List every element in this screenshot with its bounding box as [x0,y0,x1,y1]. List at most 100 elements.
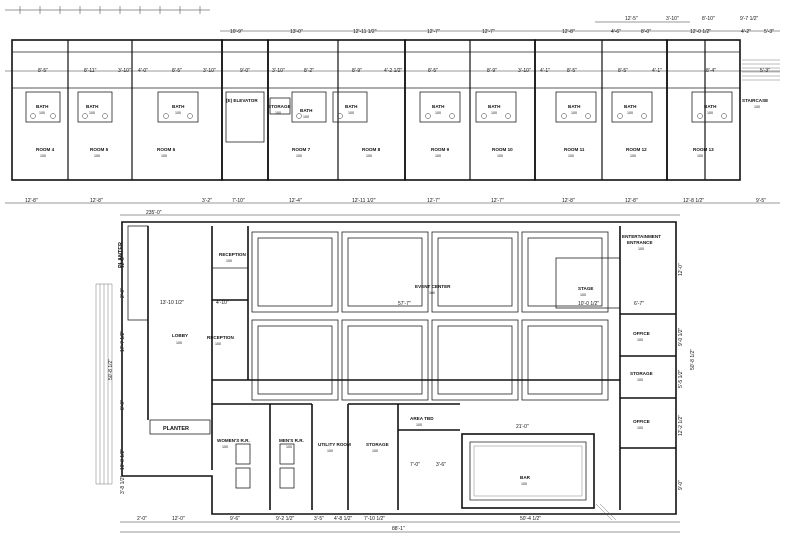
room-labels: ROOM 4 100 ROOM 5 100 ROOM 6 100 ROOM 7 … [36,147,714,158]
dim-9-7: 9'-7 1/2" [740,16,759,22]
dim-r2-3: 4'-0" [138,68,148,74]
reception-mid-number: 100 [215,342,221,346]
upper-wing-end-block [666,39,741,181]
dim-13-10: 13'-10 1/2" [160,300,184,306]
upper-wing-left-block [11,39,223,181]
room-label: ROOM 13 [693,147,714,152]
entertainment-number: 100 [638,247,644,251]
womens-label: WOMEN'S R.R. [217,438,250,443]
dim-3-6: 3'-6" [436,462,446,468]
dim-r2-8: 8'-2" [304,68,314,74]
room-label: ROOM 4 [36,147,55,152]
office-2-number: 100 [637,426,643,430]
bar-label: BAR [520,475,531,480]
room-number: 100 [94,154,100,158]
room-label: ROOM 5 [90,147,109,152]
lobby-number: 100 [176,341,182,345]
room-number: 100 [366,154,372,158]
bath-label: BATH [300,108,313,113]
office-2-label: OFFICE [633,419,650,424]
top-dimensions: 10'-9" 13'-0" 12'-11 1/2" 12'-7" 12'-7" … [5,6,780,72]
dim-v-8-0: 8'-0" [120,400,126,410]
room-label: ROOM 10 [492,147,513,152]
room-label: ROOM 6 [157,147,176,152]
dim-b-4-8: 4'-8 1/2" [334,516,353,522]
dim-mid-7: 12'-7" [491,198,504,204]
reception-mid-label: RECEPTION [207,335,234,340]
room-number: 100 [161,154,167,158]
dim-v-3-8: 3'-8 1/2" [120,475,126,494]
dim-v-50-8: 50'-8 1/2" [108,359,114,380]
room-label: ROOM 8 [362,147,381,152]
dim-r2-16: 8'-5" [618,68,628,74]
dim-r2-9: 8'-9" [352,68,362,74]
dim-r2-17: 4'-1" [652,68,662,74]
dim-mid-10: 12'-8 1/2" [683,198,704,204]
row2-dimensions: 8'-5" 8'-11" 3'-10" 4'-0" 8'-5" 3'-10" 9… [38,68,770,74]
dim-mid-8: 12'-8" [562,198,575,204]
dim-12-8: 12'-8" [562,29,575,35]
dim-3-10: 3'-10" [666,16,679,22]
bath-label: BATH [704,104,717,109]
dim-mid-5: 12'-11 1/2" [352,198,376,204]
dim-v-12-2: 12'-2" [120,255,126,268]
bath-number: 100 [491,111,497,115]
dim-10-9: 10'-9" [230,29,243,35]
storage-right-number: 100 [637,378,643,382]
dim-b-50-4: 50'-4 1/2" [520,516,541,522]
dim-13-0: 13'-0" [290,29,303,35]
room-number: 100 [697,154,703,158]
dim-5-3: 5'-3" [764,29,774,35]
reception-top-label: RECEPTION [219,252,246,257]
bath-label: BATH [488,104,501,109]
dim-r2-14: 4'-1" [540,68,550,74]
mens-number: 100 [286,445,292,449]
elevator-core [221,39,269,181]
dim-v-17-7: 17'-7 1/2" [120,331,126,352]
utility-number: 100 [327,449,333,453]
room-label: ROOM 11 [564,147,585,152]
area-tbd-number: 100 [416,423,422,427]
dim-4-2: 4'-2" [741,29,751,35]
dim-b-9-6: 9'-6" [230,516,240,522]
dim-b-9-2: 9'-2 1/2" [276,516,295,522]
planter-vertical-label: PLANTER [118,242,124,268]
stage-number: 100 [580,293,586,297]
dim-21-0: 21'-0" [516,424,529,430]
bath-label: BATH [172,104,185,109]
bath-number: 100 [89,111,95,115]
event-center-label: EVENT CENTER [415,284,451,289]
storage-label: STORAGE [268,104,291,109]
dim-r2-0: 8'-5" [38,68,48,74]
dim-12-5: 12'-5" [625,16,638,22]
storage-low-label: STORAGE [366,442,389,447]
dim-r-9-0b: 9'-0" [678,480,684,490]
dim-v-19-8: 19'-8 1/2" [120,449,126,470]
dim-r-50-8: 50'-8 1/2" [690,349,696,370]
dim-r-5-5: 5'-5 1/2" [678,369,684,388]
office-1-number: 100 [637,338,643,342]
dim-b-7-10: 7'-10 1/2" [364,516,385,522]
dim-r2-5: 3'-10" [203,68,216,74]
mid-dimensions: 12'-8" 12'-8" 3'-2" 7'-10" 12'-4" 12'-11… [5,198,780,216]
room-number: 100 [40,154,46,158]
dim-r2-12: 8'-9" [487,68,497,74]
bath-number: 100 [435,111,441,115]
dim-r2-19: 5'-3" [760,68,770,74]
reception-top-number: 100 [226,259,232,263]
dim-57-7: 57'-7" [398,301,411,307]
entertainment-label-1: ENTERTAINMENT [622,234,661,239]
upper-wing-right-block [534,39,668,181]
room-number: 100 [296,154,302,158]
bath-labels: BATH 100 BATH 100 BATH 100 BATH 100 BATH… [36,104,717,119]
dim-r2-10: 4'-2 1/2" [384,68,403,74]
lower-building: PLANTER PLANTER LOBBY 100 RECEPTION 100 … [95,221,696,533]
bath-number: 100 [707,111,713,115]
room-number: 100 [630,154,636,158]
dim-r-12-2: 12'-2 1/2" [678,415,684,436]
dim-mid-9: 12'-8" [625,198,638,204]
storage-low-number: 100 [372,449,378,453]
dim-r2-11: 8'-5" [428,68,438,74]
utility-label: UTILITY ROOM [318,442,351,447]
